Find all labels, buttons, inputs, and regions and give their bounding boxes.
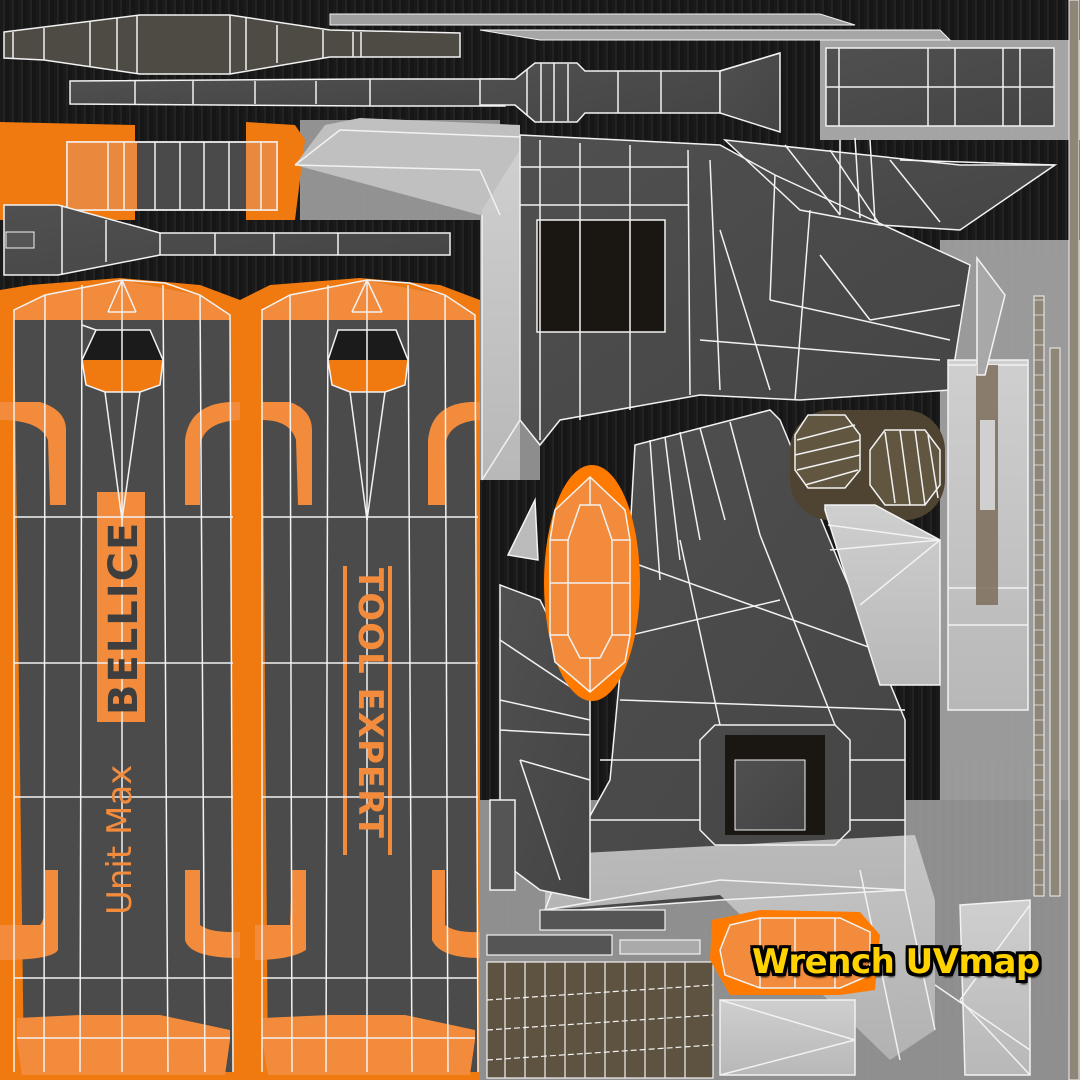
decal-unit-max: Unit Max <box>100 764 140 915</box>
thread-strips <box>1033 0 1080 1080</box>
shaft-strip-right <box>479 51 781 134</box>
knurl-grid <box>486 909 714 1079</box>
wrench-uvmap-title: Wrench UVmap <box>752 942 1040 982</box>
handle-right <box>240 278 480 1080</box>
shaft-strip <box>69 78 506 107</box>
bottom-plates <box>719 899 1031 1076</box>
decal-tool-expert: TOOL EXPERT <box>350 568 390 839</box>
thread-strip-top <box>329 13 952 41</box>
slot-plate <box>947 255 1029 711</box>
block-top-right <box>825 47 1055 127</box>
jaw-bar-top <box>3 14 461 75</box>
tapered-rod <box>3 204 451 276</box>
brass-discs <box>790 410 945 520</box>
side-plate <box>824 504 941 686</box>
head-body-top <box>294 118 1058 481</box>
handle-left <box>0 278 240 1080</box>
orange-oval-small <box>710 910 880 995</box>
grip-band <box>0 122 305 220</box>
orange-oval-cap <box>544 465 640 701</box>
decal-bellice: BELLICE <box>101 520 147 715</box>
